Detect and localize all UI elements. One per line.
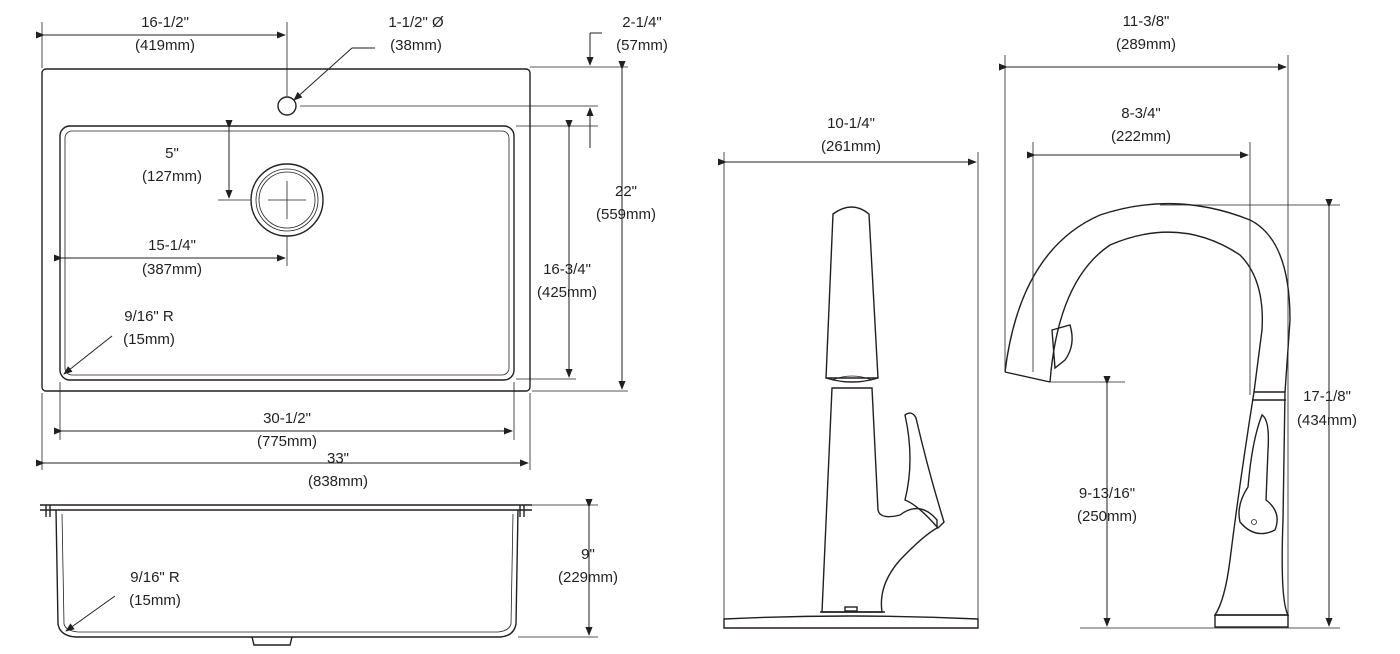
- spray-trigger: [1051, 324, 1073, 370]
- leader-hole-dia: [293, 47, 353, 101]
- drain: [250, 163, 324, 237]
- faucet-body: [821, 387, 938, 613]
- label-corner-top-metric: (15mm): [123, 331, 175, 348]
- sink-bowl-profile: [55, 509, 519, 638]
- leader-corner-radius-top: [63, 335, 113, 375]
- label-overall-width-metric: (838mm): [308, 473, 368, 490]
- drain-outlet: [251, 636, 293, 646]
- label-bowl-width-imperial: 30-1/2": [263, 410, 311, 427]
- label-drain-side-metric: (387mm): [142, 261, 202, 278]
- label-faucet-side-width-imperial: 11-3/8": [1123, 13, 1170, 30]
- spray-head: [825, 206, 879, 379]
- label-faucet-reach-imperial: 8-3/4": [1121, 105, 1161, 122]
- sink-bowl-outer: [59, 125, 515, 381]
- label-faucet-reach-metric: (222mm): [1111, 128, 1171, 145]
- label-hole-offset-imperial: 16-1/2": [141, 14, 189, 31]
- label-corner-top-imperial: 9/16" R: [124, 308, 174, 325]
- label-bowl-height-imperial: 9": [581, 546, 595, 563]
- label-corner-side-imperial: 9/16" R: [130, 569, 180, 586]
- label-corner-side-metric: (15mm): [129, 592, 181, 609]
- sink-deck-outline: [41, 68, 531, 392]
- label-bowl-depth-metric: (425mm): [537, 284, 597, 301]
- label-faucet-front-width-metric: (261mm): [821, 138, 881, 155]
- label-overall-depth-metric: (559mm): [596, 206, 656, 223]
- label-bowl-height-metric: (229mm): [558, 569, 618, 586]
- label-bowl-depth-imperial: 16-3/4": [543, 261, 591, 278]
- faucet-front-view: 10-1/4" (261mm): [717, 115, 979, 629]
- label-drain-side-imperial: 15-1/4": [148, 237, 196, 254]
- label-faucet-height-metric: (434mm): [1297, 412, 1357, 429]
- faucet-side-body: [1213, 391, 1290, 616]
- label-faucet-height-imperial: 17-1/8": [1303, 388, 1351, 405]
- label-hole-dia-imperial: 1-1/2" Ø: [388, 14, 444, 31]
- faucet-hole: [277, 96, 297, 116]
- label-hole-offset-metric: (419mm): [135, 37, 195, 54]
- label-hole-dia-metric: (38mm): [390, 37, 442, 54]
- label-drain-back-metric: (127mm): [142, 168, 202, 185]
- deck-plate: [723, 615, 979, 629]
- label-spout-height-metric: (250mm): [1077, 508, 1137, 525]
- label-bowl-width-metric: (775mm): [257, 433, 317, 450]
- faucet-handle: [904, 412, 945, 530]
- label-hole-back-imperial: 2-1/4": [622, 14, 662, 31]
- label-faucet-front-width-imperial: 10-1/4": [827, 115, 875, 132]
- label-hole-back-metric: (57mm): [616, 37, 668, 54]
- sink-bowl-inner: [64, 130, 510, 376]
- label-faucet-side-width-metric: (289mm): [1116, 36, 1176, 53]
- faucet-side-base: [1214, 614, 1289, 628]
- label-spout-height-imperial: 9-13/16": [1079, 485, 1135, 502]
- leader-corner-radius-side: [65, 595, 116, 632]
- sink-top-view: 16-1/2" (419mm) 1-1/2" Ø (38mm) 2-1/4" (…: [35, 14, 668, 490]
- gooseneck-spout: [1004, 202, 1291, 393]
- side-lever: [1238, 413, 1278, 535]
- label-overall-width-imperial: 33": [327, 450, 349, 467]
- faucet-side-view: 11-3/8" (289mm) 8-3/4" (222mm) 17-1/8" (…: [998, 13, 1357, 629]
- sink-side-view: 9" (229mm) 9/16" R (15mm): [40, 498, 618, 646]
- label-overall-depth-imperial: 22": [615, 183, 637, 200]
- label-drain-back-imperial: 5": [165, 145, 179, 162]
